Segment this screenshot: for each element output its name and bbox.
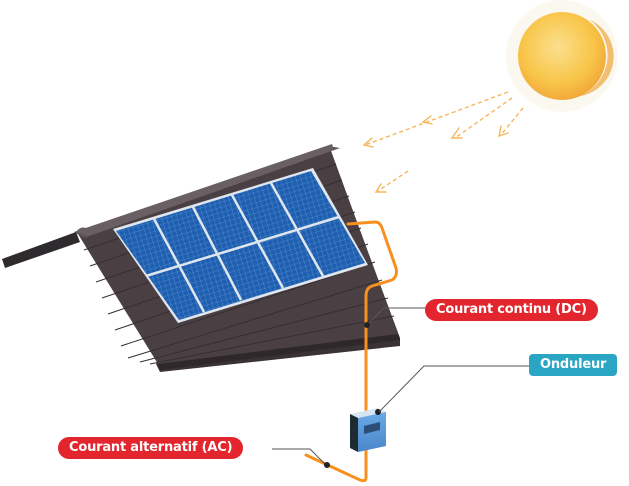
cable [304,220,398,483]
solar-panel-icon [113,168,368,323]
leader-dots [324,322,370,468]
leader-lines [272,307,530,467]
sun-icon [506,0,618,112]
ac-current-label: Courant alternatif (AC) [58,437,244,459]
gutter [2,232,80,268]
inverter-label: Onduleur [529,354,618,376]
dc-current-label: Courant continu (DC) [425,299,598,321]
sun-rays [364,91,524,192]
arrow-heads [362,115,509,193]
inverter-icon [350,408,386,452]
